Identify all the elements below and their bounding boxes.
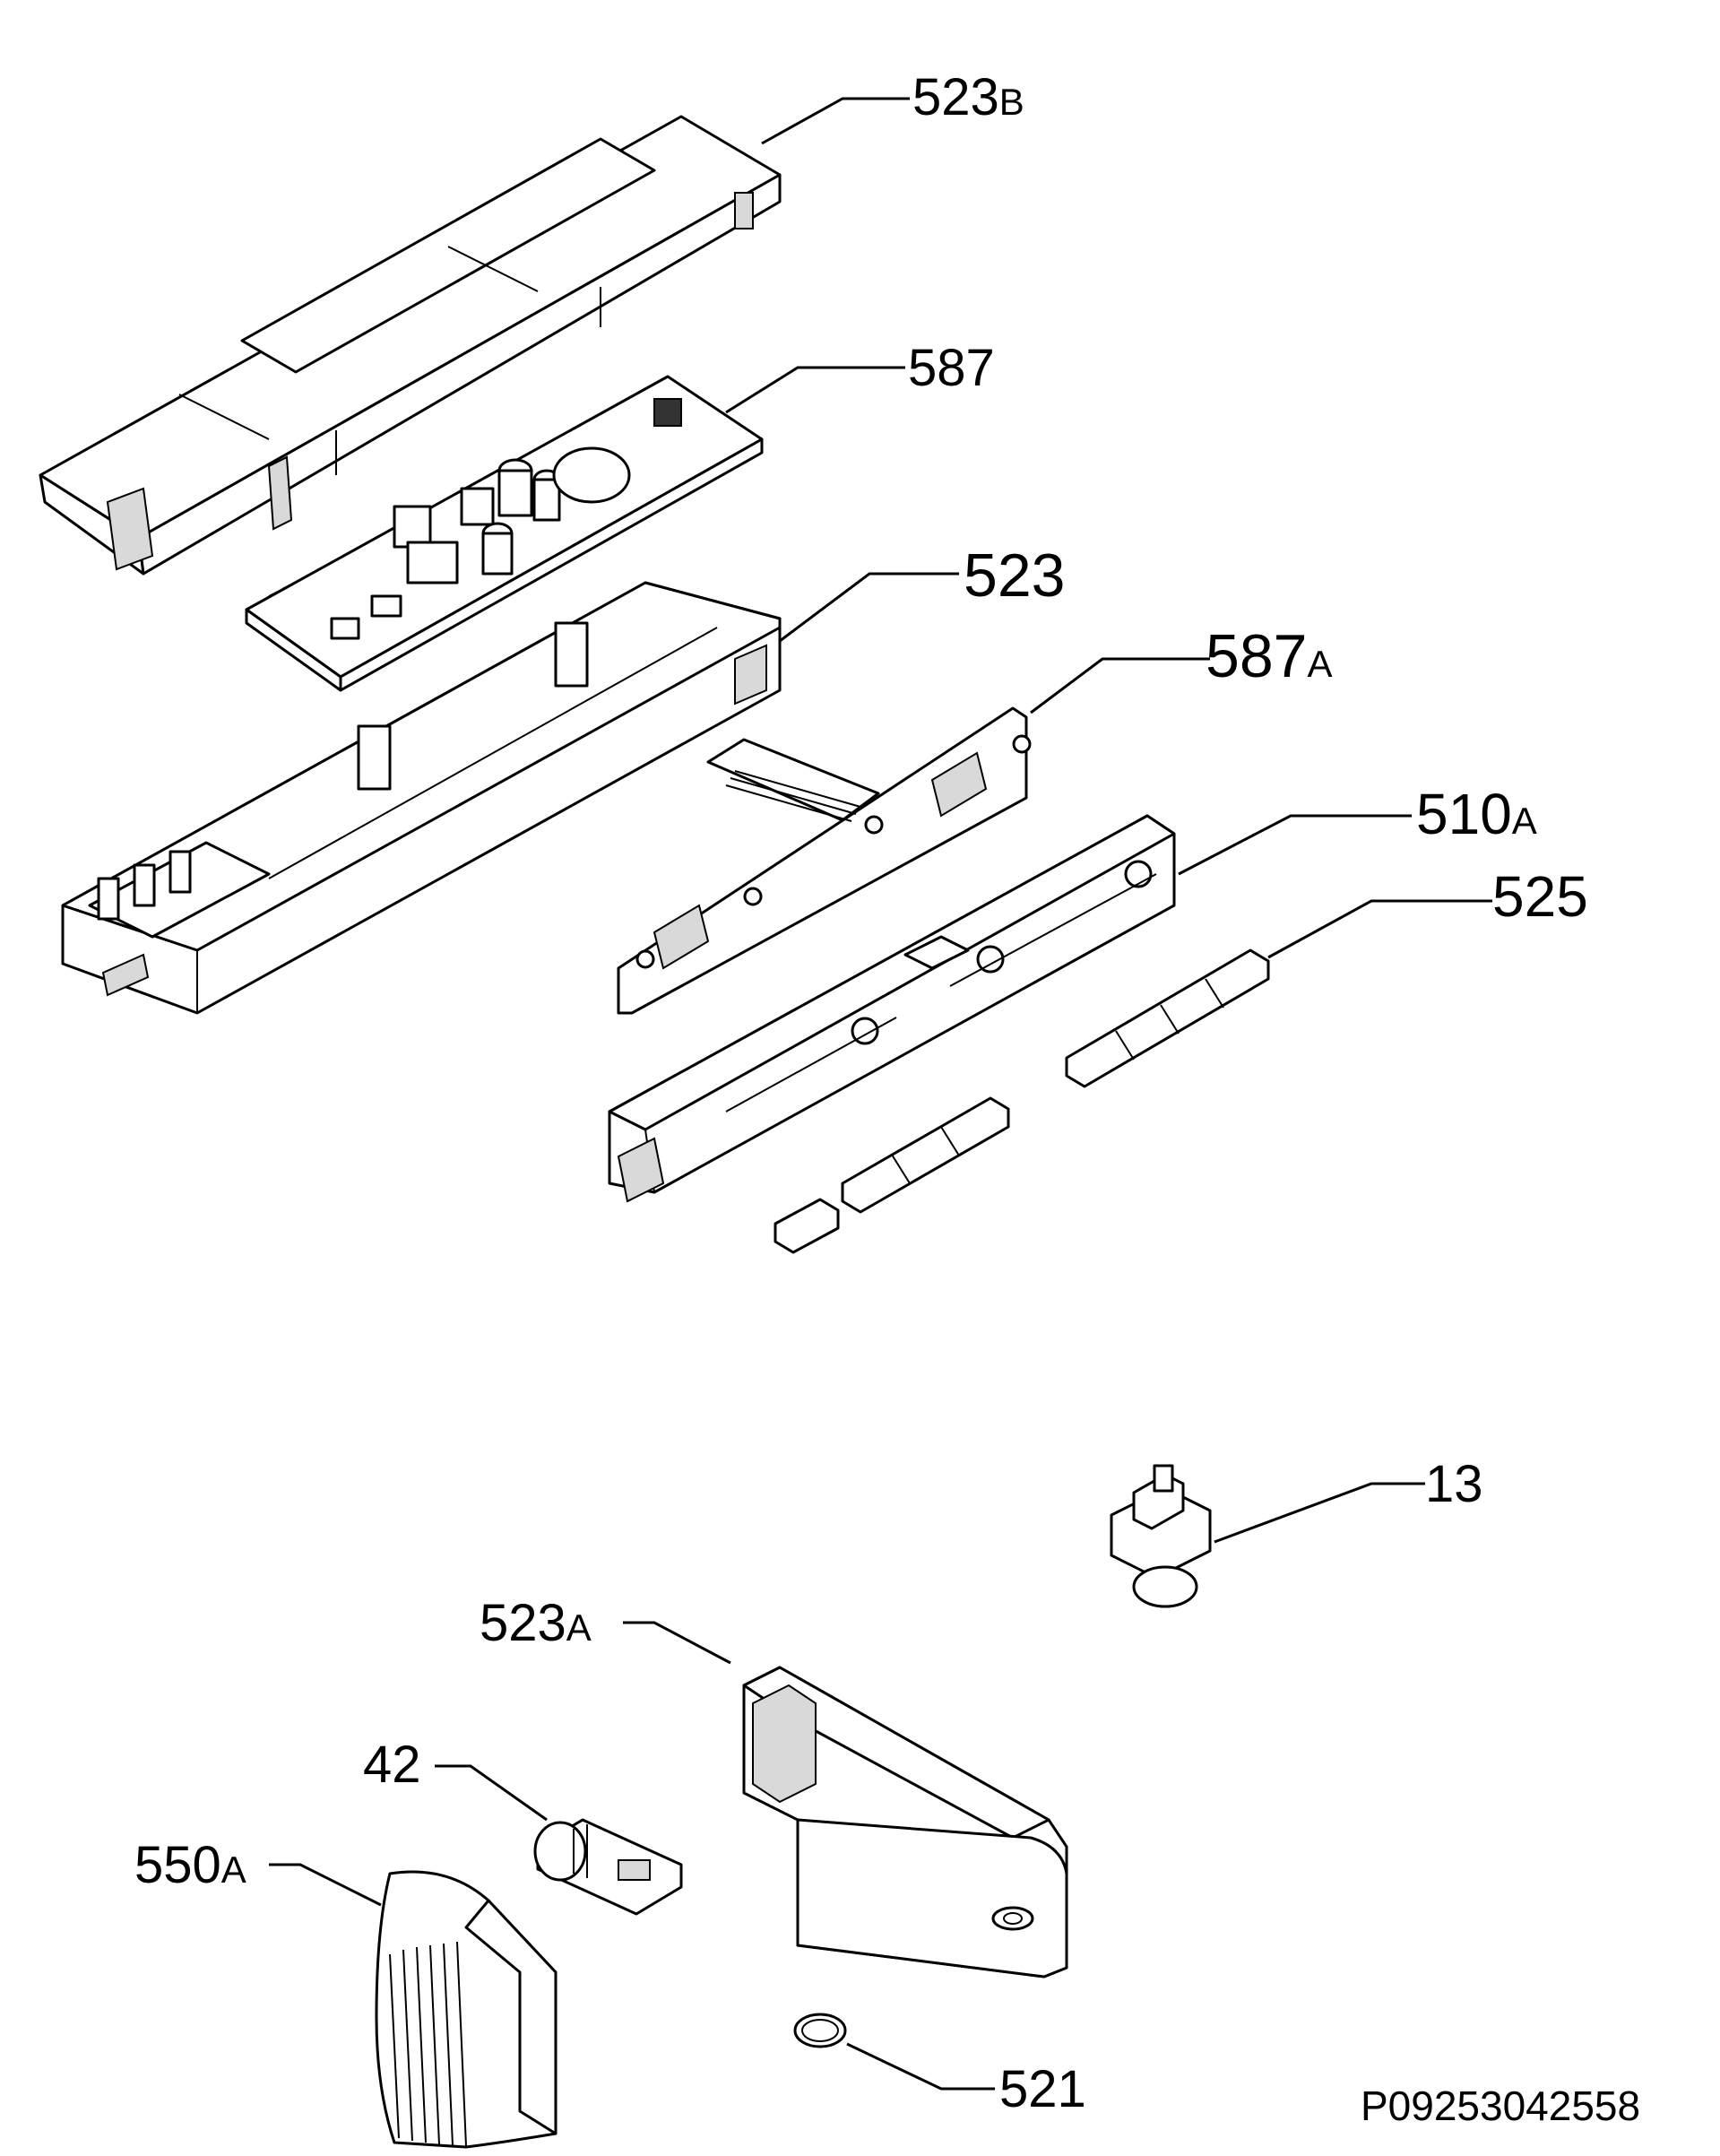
part-587a-display-board bbox=[617, 706, 1032, 1015]
leader-523b bbox=[761, 97, 910, 145]
leader-587 bbox=[725, 366, 905, 414]
part-525-buttons bbox=[774, 948, 1270, 1254]
part-523-housing bbox=[61, 581, 782, 1015]
label-13: 13 bbox=[1425, 1455, 1483, 1513]
cover-ribs bbox=[389, 1941, 467, 2147]
callout-labels: 523B 587 523 587A 510A 525 13 523A 42 55… bbox=[134, 68, 1588, 2118]
leader-521 bbox=[846, 2042, 995, 2091]
label-525: 525 bbox=[1492, 864, 1588, 929]
leader-525 bbox=[1267, 899, 1492, 959]
part-510a-button-frame bbox=[608, 814, 1176, 1203]
document-id: P09253042558 bbox=[1361, 2082, 1640, 2129]
label-42: 42 bbox=[363, 1736, 421, 1794]
label-523: 523 bbox=[964, 541, 1065, 610]
label-510a: 510A bbox=[1416, 782, 1537, 846]
label-521: 521 bbox=[999, 2060, 1086, 2118]
leader-510a bbox=[1178, 814, 1412, 876]
label-523b: 523B bbox=[912, 68, 1024, 126]
part-523b-top-cover bbox=[39, 115, 782, 576]
leader-523a bbox=[623, 1621, 731, 1665]
leader-587a bbox=[1030, 657, 1210, 714]
part-42-lamp-holder bbox=[533, 1818, 683, 1916]
leader-550a bbox=[269, 1863, 382, 1907]
label-587: 587 bbox=[908, 339, 995, 397]
ribbon-cable-lines bbox=[725, 770, 861, 822]
label-587a: 587A bbox=[1206, 622, 1332, 690]
part-523a-end-cap bbox=[742, 1666, 1068, 1978]
part-13-switch bbox=[1110, 1464, 1212, 1608]
leader-42 bbox=[435, 1764, 548, 1822]
leader-523 bbox=[779, 572, 959, 643]
part-587-main-pcb bbox=[245, 375, 764, 692]
leader-13 bbox=[1214, 1482, 1425, 1544]
label-523a: 523A bbox=[480, 1594, 592, 1652]
pcb-pin-row bbox=[268, 562, 333, 597]
part-521-o-ring bbox=[793, 2013, 847, 2048]
leader-lines bbox=[269, 97, 1492, 2091]
label-550a: 550A bbox=[134, 1836, 246, 1894]
part-550a-light-cover bbox=[375, 1870, 557, 2149]
